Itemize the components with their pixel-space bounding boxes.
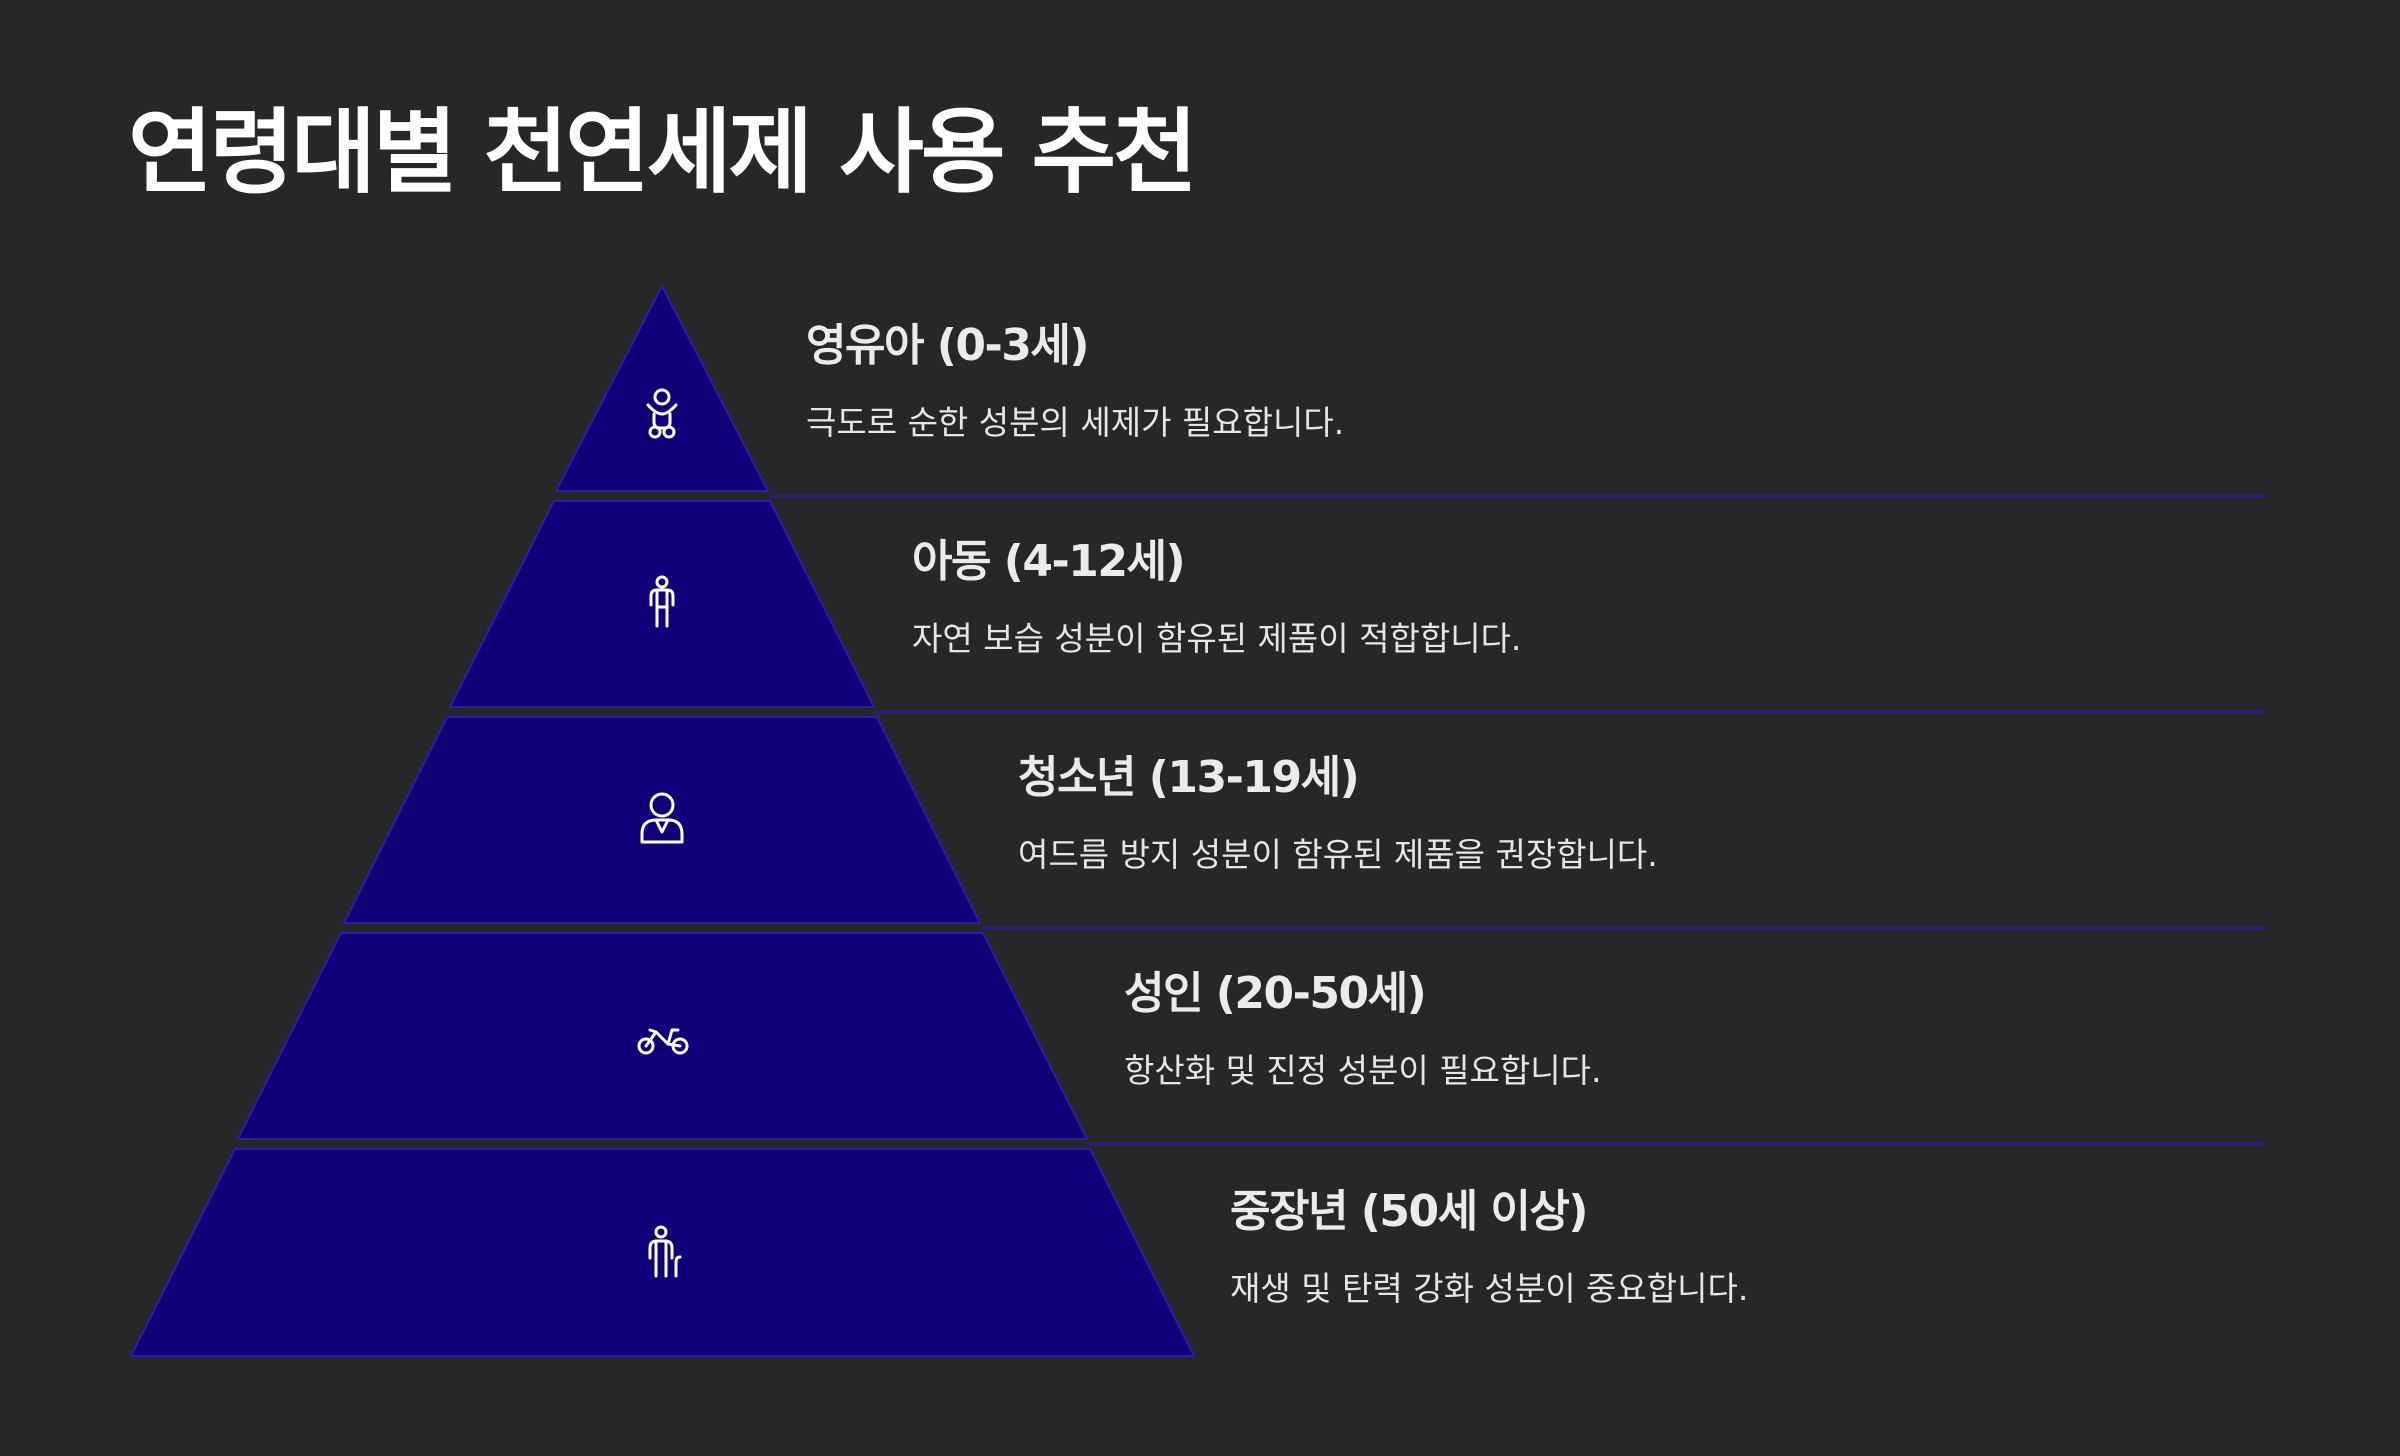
tier-description-child: 자연 보습 성분이 함유된 제품이 적합합니다. — [912, 619, 1522, 658]
tier-description-teen: 여드름 방지 성분이 함유된 제품을 권장합니다. — [1018, 835, 1658, 874]
bicycle-icon — [637, 1028, 689, 1055]
teen-person-icon — [640, 792, 684, 844]
child-icon — [649, 575, 675, 628]
tier-heading-senior: 중장년 (50세 이상) — [1230, 1186, 1588, 1237]
tier-description-infant: 극도로 순한 성분의 세제가 필요합니다. — [806, 403, 1345, 442]
tier-shape-adult — [236, 932, 1089, 1140]
tier-heading-child: 아동 (4-12세) — [912, 536, 1186, 587]
tier-heading-teen: 청소년 (13-19세) — [1018, 752, 1360, 803]
tier-description-adult: 항산화 및 진정 성분이 필요합니다. — [1124, 1051, 1602, 1090]
tier-heading-adult: 성인 (20-50세) — [1124, 968, 1427, 1019]
tier-heading-infant: 영유아 (0-3세) — [806, 320, 1089, 371]
baby-icon — [646, 388, 678, 439]
tier-shape-senior — [129, 1148, 1196, 1357]
tier-shape-child — [448, 500, 876, 708]
page-title: 연령대별 천연세제 사용 추천 — [128, 99, 1198, 206]
tier-description-senior: 재생 및 탄력 강화 성분이 중요합니다. — [1230, 1269, 1749, 1308]
elderly-cane-icon — [648, 1225, 682, 1278]
